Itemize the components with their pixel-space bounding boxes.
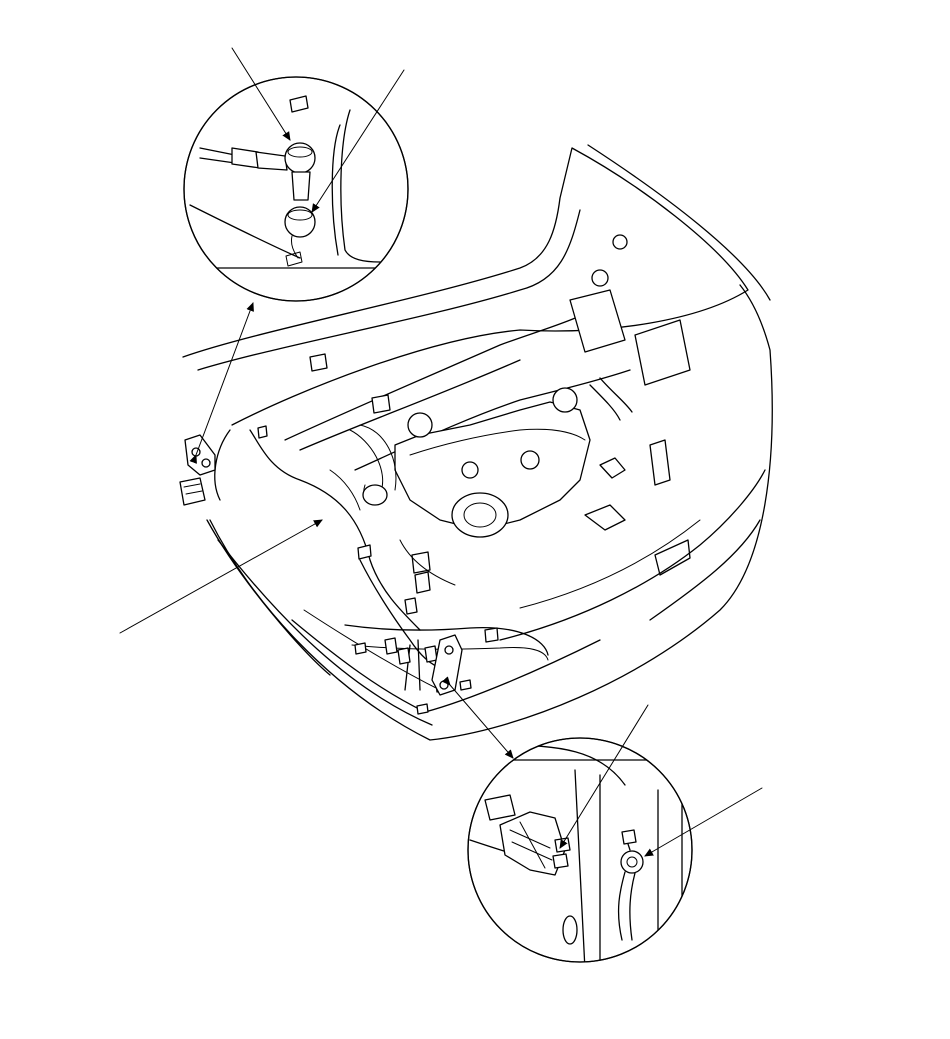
leader-upper-clamp — [231, 47, 291, 141]
leader-connector — [559, 704, 649, 849]
engine-compartment — [284, 234, 691, 586]
crank-pulley — [451, 492, 509, 538]
lower-right-harness-ground-detail — [467, 704, 763, 963]
detail-link-arrow-top — [189, 302, 254, 464]
bumper-outline — [209, 284, 773, 741]
hood-outline — [182, 147, 749, 426]
ground-bolt-icon — [620, 850, 644, 874]
leader-ground-bolt — [644, 787, 763, 857]
left-ground-bracket — [184, 434, 216, 476]
battery-box — [634, 319, 691, 386]
engine-block — [394, 401, 591, 531]
upper-left-hose-clamp-detail — [183, 47, 409, 302]
detail-link-arrow-bottom — [441, 676, 514, 759]
leader-lower-clamp — [311, 69, 405, 213]
lower-hose-clamp-icon — [284, 206, 316, 238]
leader-harness — [119, 519, 323, 634]
